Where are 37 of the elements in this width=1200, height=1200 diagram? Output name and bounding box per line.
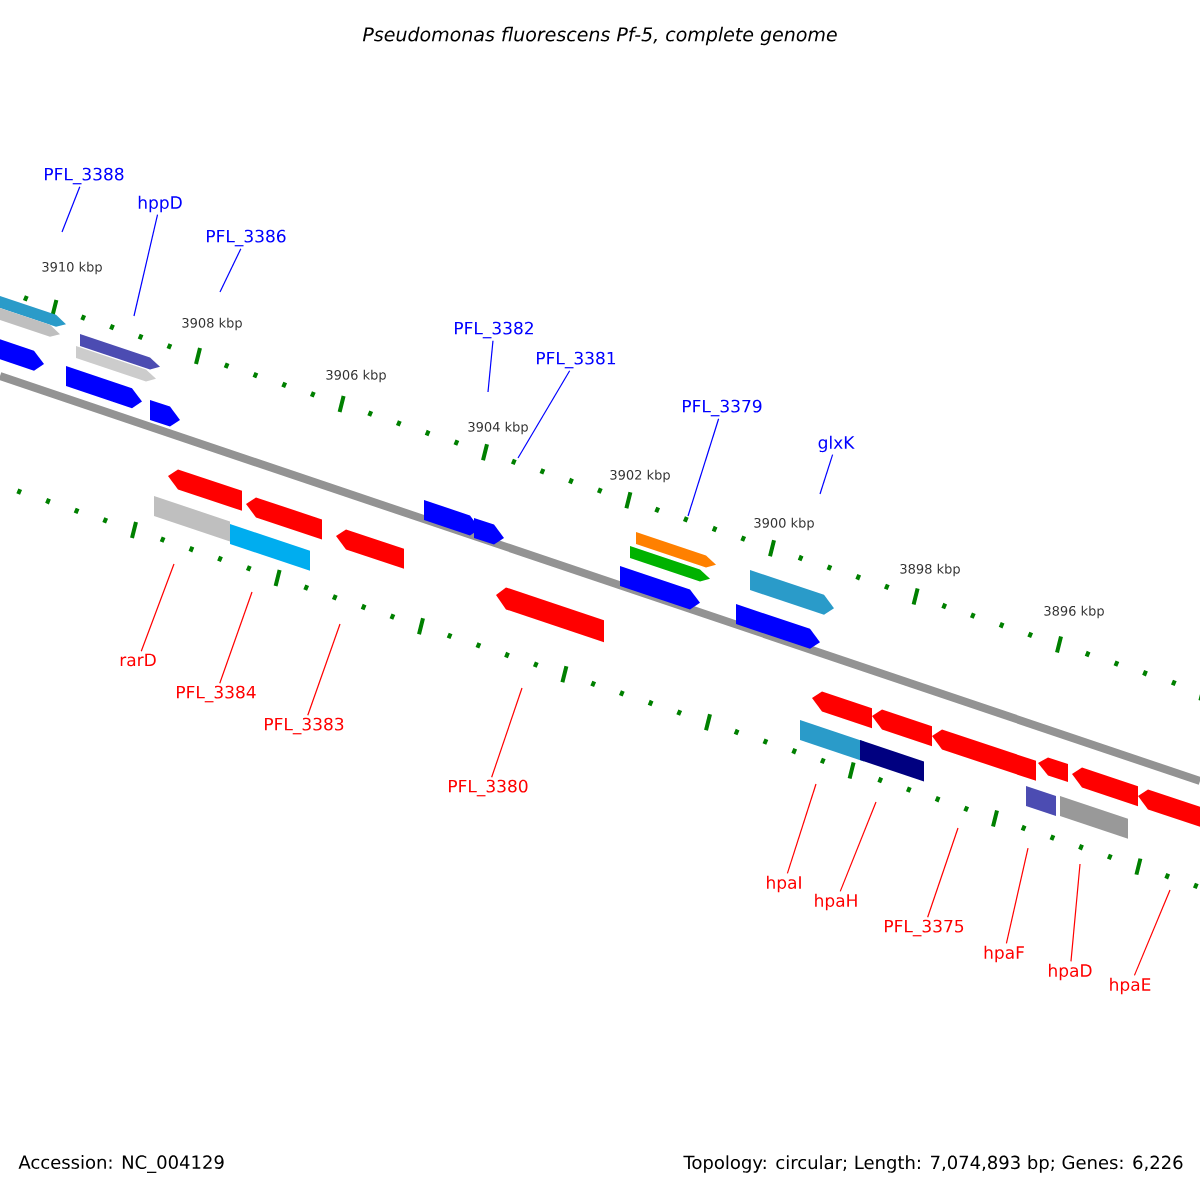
gene-label: glxK <box>818 435 855 453</box>
gene-label: hppD <box>138 195 182 213</box>
gene-label: rarD <box>120 653 156 667</box>
gene-label: PFL_3381 <box>537 351 616 369</box>
gene-label: PFL_3386 <box>207 229 286 247</box>
leader-line <box>839 801 877 892</box>
gene-label: PFL_3380 <box>449 779 528 797</box>
leader-line <box>927 827 959 918</box>
gene-label: PFL_3382 <box>455 321 533 339</box>
leader-line <box>219 591 253 684</box>
leader-line <box>140 563 175 652</box>
gene-label: hpaD <box>1049 963 1092 981</box>
gene-label: hpaI <box>767 875 801 893</box>
gene-label: PFL_3375 <box>885 919 964 937</box>
leader-line <box>517 370 571 459</box>
leader-line <box>219 248 242 293</box>
footer-text: Accession: NC_004129 <box>18 1155 224 1173</box>
gene-label: PFL_3384 <box>177 685 256 703</box>
gene-label: hpaH <box>815 893 857 911</box>
leader-line <box>61 186 81 233</box>
gene-label: hpaF <box>984 945 1024 963</box>
leader-line <box>687 418 720 517</box>
leader-line <box>786 783 817 874</box>
leader-line <box>487 340 494 393</box>
leader-line <box>1005 847 1029 944</box>
leader-line <box>307 623 341 716</box>
title: Pseudomonas fluorescens Pf-5, complete genome <box>362 26 837 46</box>
leader-line <box>133 214 159 317</box>
leader-line <box>819 454 834 495</box>
gene-label: PFL_3383 <box>265 717 344 735</box>
footer-text: Topology: circular; Length: 7,074,893 bp; Genes: 6,226 <box>683 1155 1183 1173</box>
leader-line <box>1133 889 1171 976</box>
gene-label: PFL_3379 <box>683 399 762 417</box>
gene-label: PFL_3388 <box>45 167 124 185</box>
gene-label: hpaE <box>1110 977 1151 995</box>
leader-line <box>1070 863 1081 962</box>
leader-line <box>491 687 523 778</box>
